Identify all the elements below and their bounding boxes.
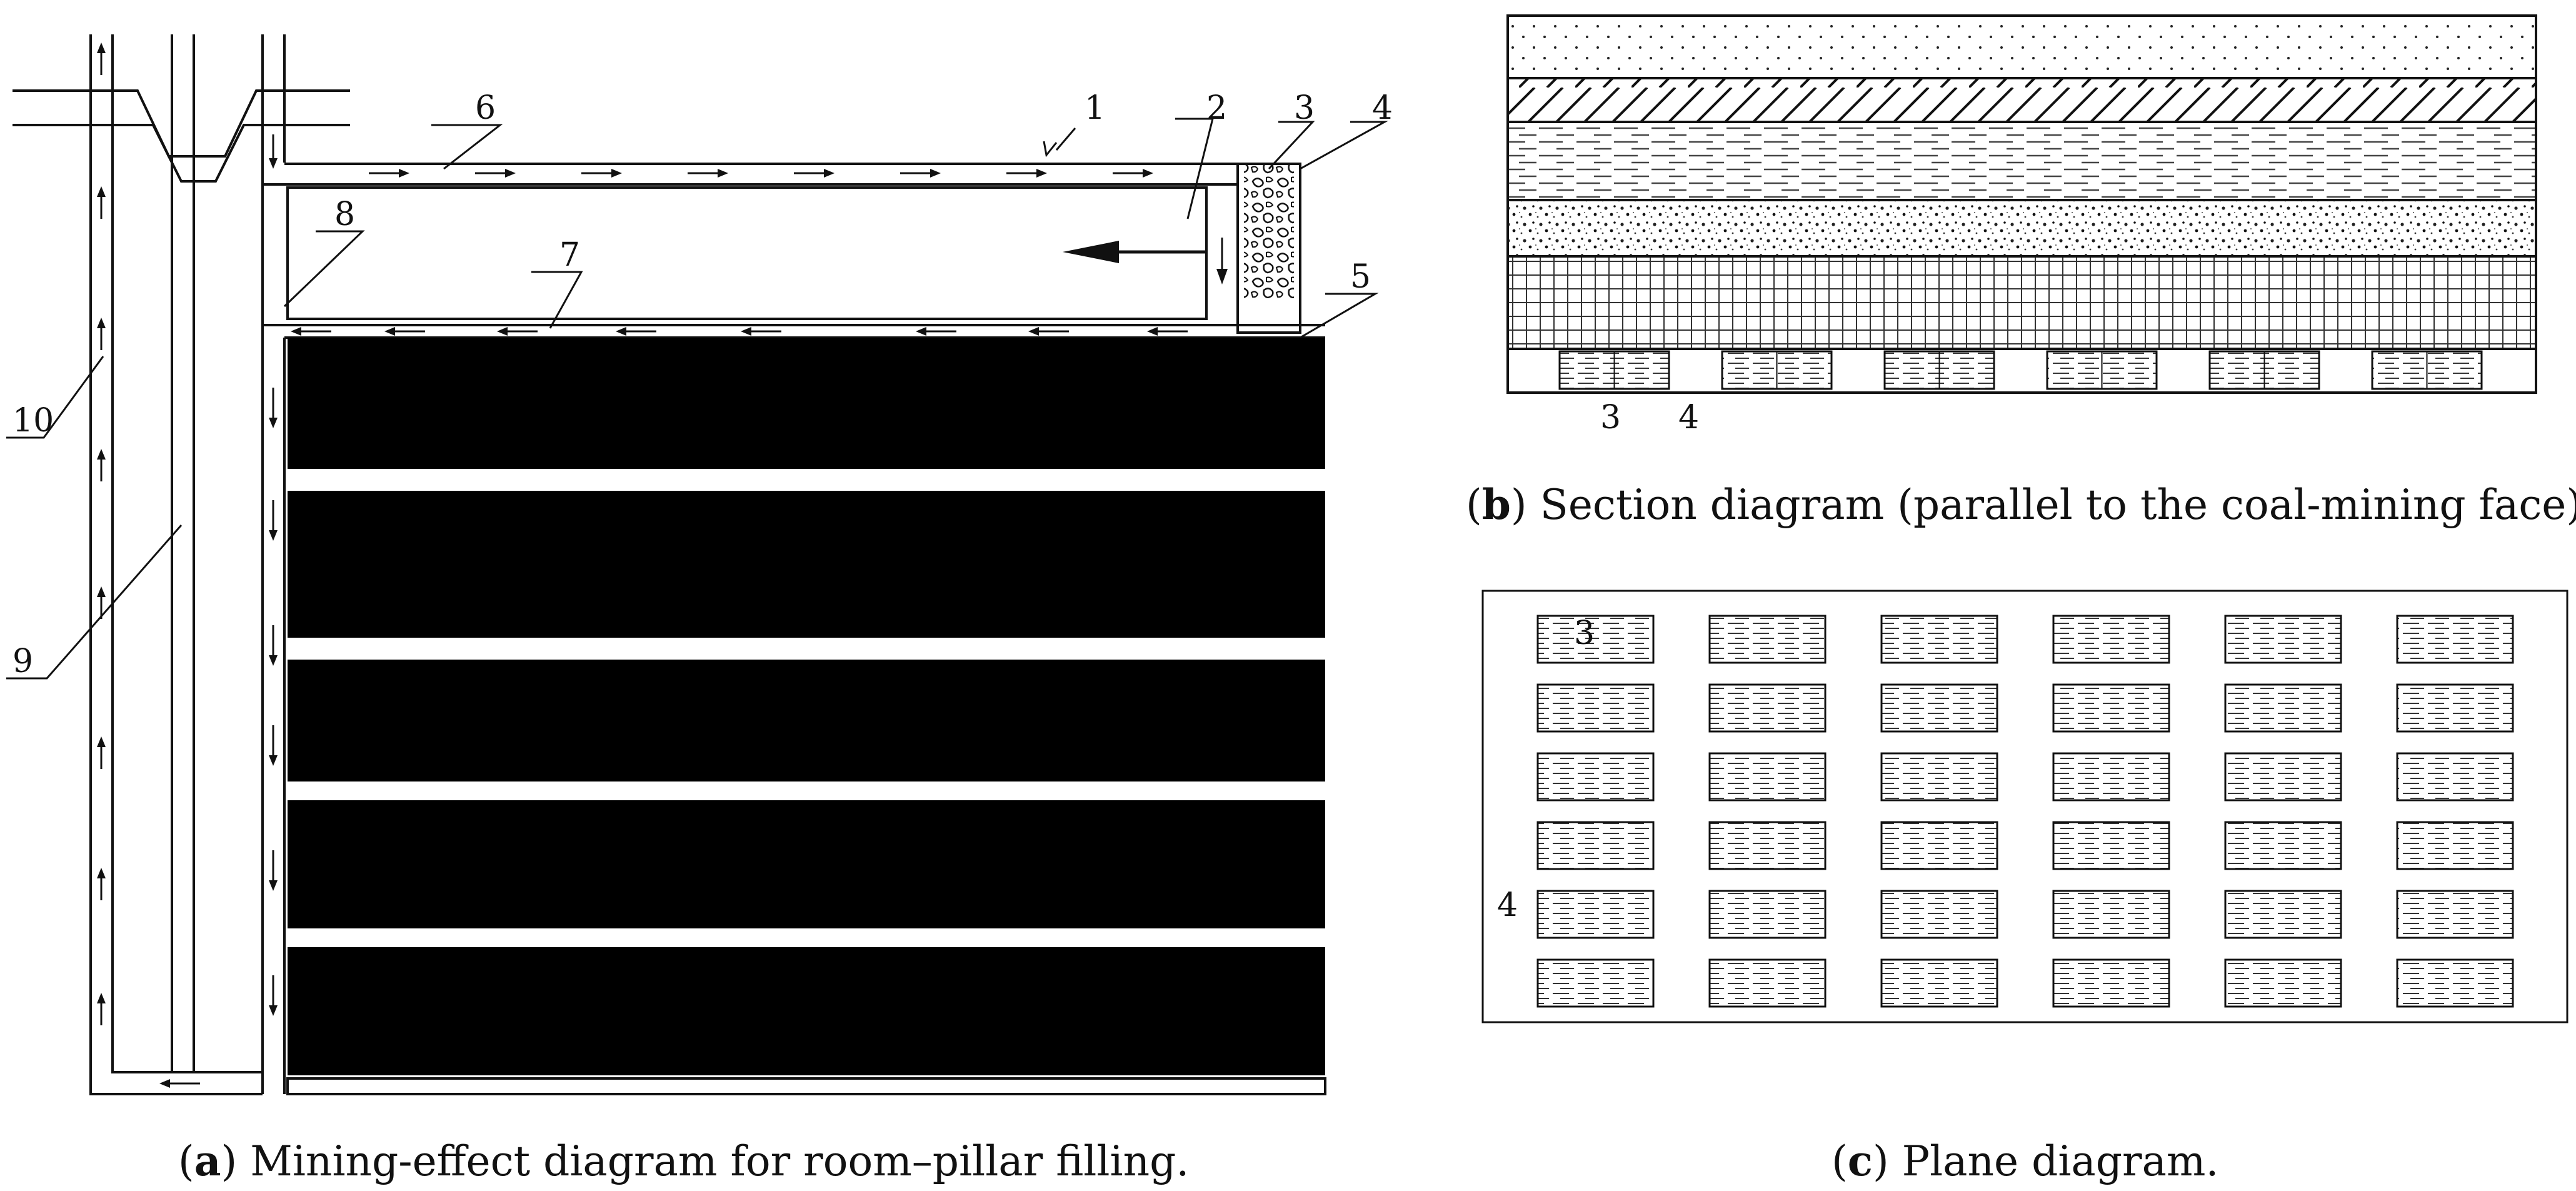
plane-pillar [2396,752,2514,802]
label-9: 9 [13,643,33,680]
plane-pillar [2396,683,2514,733]
label-6: 6 [475,89,496,127]
crossing-roadway-upper [13,89,350,158]
plane-pillar [2396,958,2514,1008]
label-5: 5 [1350,258,1371,296]
left-roadway-outline [89,34,263,1095]
return-roadway-flow-arrows [269,134,278,1016]
label-8: 8 [334,196,355,233]
plane-pillar [2224,615,2342,664]
leader-lines-a [6,118,1388,680]
plane-pillar [2396,890,2514,939]
left-roadway-inner [111,34,263,1073]
plane-pillar [1880,752,1998,802]
plane-pillar-grid [1536,615,2514,1008]
label-1: 1 [1085,89,1105,127]
label-3: 3 [1294,89,1315,127]
label-4: 4 [1372,89,1393,127]
panel-c-plane-diagram [1481,590,2568,1023]
label-10: 10 [13,402,54,440]
stratum-hatched [1506,77,2537,123]
coal-block-3 [288,660,1325,781]
coal-block-1 [288,338,1325,469]
coal-seam-section [1506,348,2537,394]
stratum-mudstone [1506,121,2537,201]
panel-a-labels: 1 2 3 4 5 6 7 8 9 10 [13,89,1393,680]
plane-pillar [1708,752,1827,802]
plane-pillar [1708,615,1827,664]
stratum-limestone [1506,255,2537,350]
section-pillars [1558,350,2483,390]
intake-roadway-flow-arrows [97,43,106,1025]
plane-pillar [1880,821,1998,870]
coal-block-5 [288,947,1325,1075]
plane-pillar [2224,958,2342,1008]
plane-pillar [1536,821,1655,870]
plane-pillar [1708,683,1827,733]
plane-pillar [2052,752,2170,802]
headgate-flow-arrows [369,169,1153,178]
crossing-roadway-lower [13,124,350,183]
plane-pillar [2052,821,2170,870]
panel-b-section-diagram [1506,14,2537,394]
label-b-4: 4 [1678,399,1699,436]
plane-pillar [1880,683,1998,733]
coal-block-2 [288,491,1325,638]
label-b-3: 3 [1600,399,1621,436]
plane-pillar [1880,890,1998,939]
panel-a-room-pillar-diagram [6,34,1388,1095]
label-2: 2 [1206,89,1227,127]
plane-pillar [1880,958,1998,1008]
stratum-sandstone [1506,199,2537,258]
label-c-3: 3 [1574,615,1595,652]
plane-pillar [1536,615,1655,664]
plane-pillar [2396,615,2514,664]
plane-pillar [2052,683,2170,733]
plane-pillar [1708,890,1827,939]
plane-frame [1481,590,2568,1023]
plane-pillar [2224,752,2342,802]
plane-pillar [2224,821,2342,870]
plane-pillar [2052,958,2170,1008]
plane-pillar [1536,958,1655,1008]
plane-pillar [1708,958,1827,1008]
plane-pillar [1536,683,1655,733]
label-c-4: 4 [1497,887,1518,924]
plane-pillar [1536,752,1655,802]
coal-block-4 [288,800,1325,928]
plane-pillar [2224,683,2342,733]
plane-pillar [1880,615,1998,664]
stratum-top-soil [1506,14,2537,79]
panel-c-caption: (c) Plane diagram. [1832,1137,2219,1185]
tailgate-flow-arrows [291,327,1188,336]
plane-pillar [2052,615,2170,664]
gravel-filling-3 [1244,164,1294,298]
panel-a-caption: (a) Mining-effect diagram for room–pilla… [178,1137,1189,1185]
label-7: 7 [559,236,580,274]
plane-pillar [2396,821,2514,870]
panel-b-labels: 3 4 [1600,399,1699,436]
plane-pillar [1536,890,1655,939]
plane-pillar [2052,890,2170,939]
panel-c-labels: 3 4 [1497,615,1595,924]
plane-pillar [2224,890,2342,939]
plane-pillar [1708,821,1827,870]
room-2-box [286,186,1208,320]
panel-b-caption: (b) Section diagram (parallel to the coa… [1466,480,2576,529]
